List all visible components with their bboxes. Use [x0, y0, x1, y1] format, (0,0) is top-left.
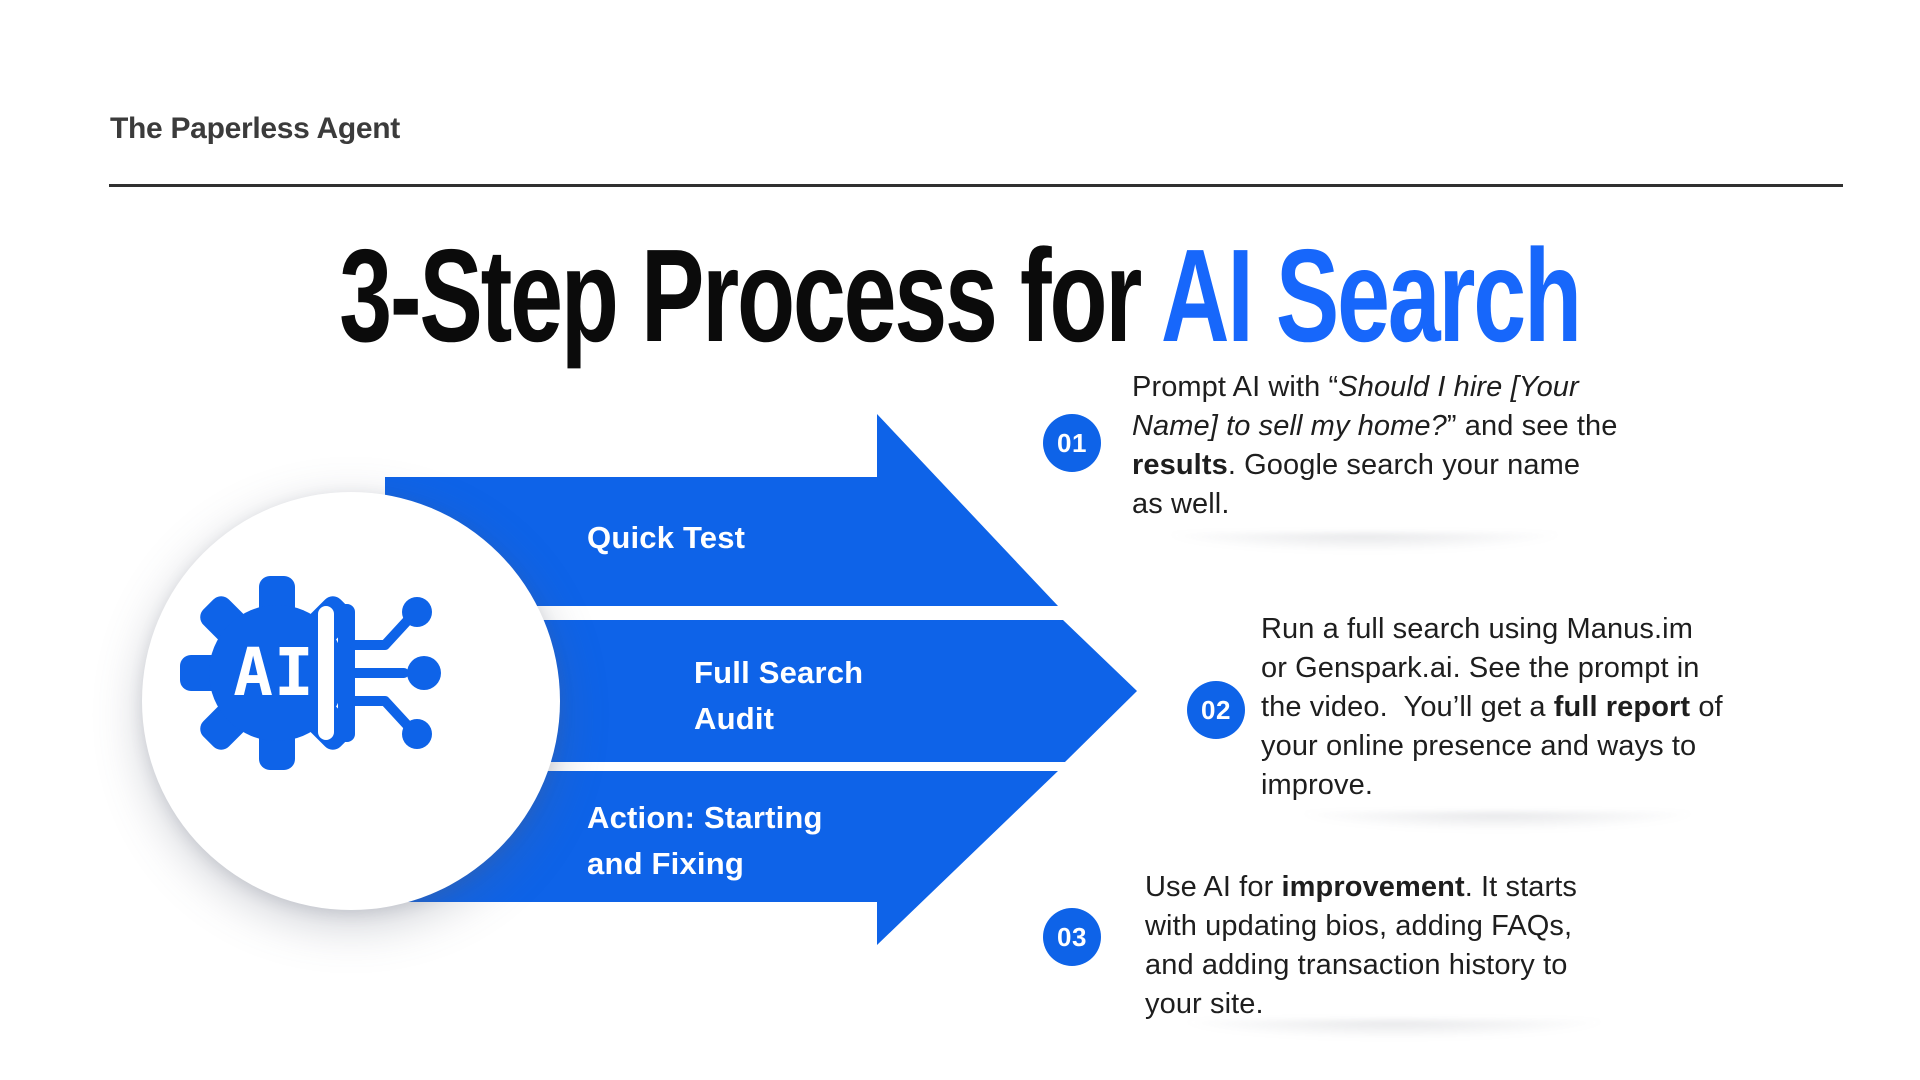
step-3-shadow: [1124, 1020, 1664, 1046]
gear-slot-white: [318, 606, 334, 740]
step-1-shadow: [1112, 533, 1617, 559]
circuit-traces: [350, 615, 413, 731]
step-1-description: Prompt AI with “Should I hire [Your Name…: [1132, 371, 1618, 520]
ai-icon-label: AI: [233, 634, 314, 711]
arrow-step-2: [430, 620, 1137, 762]
arrow-label-quick-test: Quick Test: [587, 520, 746, 555]
step-2-description: Run a full search using Manus.im or Gens…: [1261, 613, 1723, 801]
circuit-bar: [338, 604, 355, 742]
step-2-shadow: [1245, 812, 1750, 838]
page-title: 3-Step Process for AI Search: [0, 230, 1920, 362]
arrow-label-full-search-audit: Full Search Audit: [694, 655, 864, 736]
ai-gear-icon: AI: [180, 576, 441, 770]
arrow-step-1: [385, 414, 1058, 606]
step-badge-03: 03: [1043, 908, 1101, 966]
circuit-nodes: [402, 597, 441, 749]
step-badge-02: 02: [1187, 681, 1245, 739]
brand-header: The Paperless Agent: [110, 112, 400, 145]
title-accent: AI Search: [1161, 222, 1582, 369]
step-3-description: Use AI for improvement. It starts with u…: [1145, 871, 1577, 1020]
gear-body: [209, 605, 345, 741]
arrow-step-3: [385, 771, 1058, 945]
arrow-label-action-starting-fixing: Action: Starting and Fixing: [587, 800, 823, 881]
step-badge-01: 01: [1043, 414, 1101, 472]
title-prefix: 3-Step Process for: [339, 222, 1162, 369]
header-divider: [109, 184, 1843, 187]
